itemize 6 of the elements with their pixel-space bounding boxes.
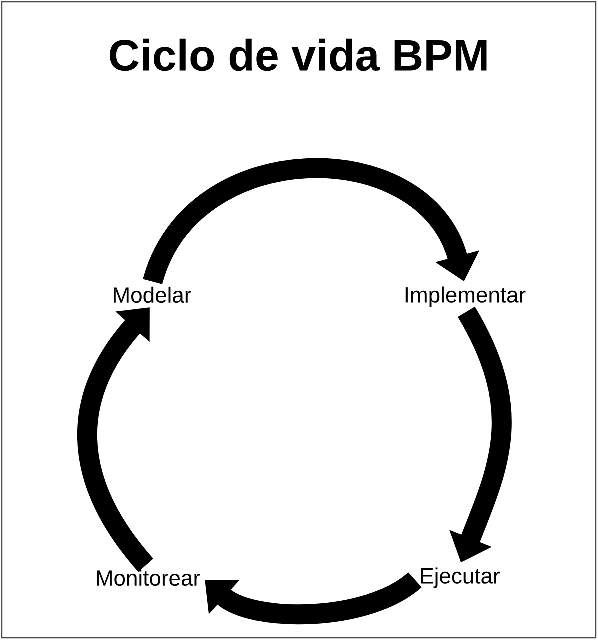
cycle-arrow (144, 158, 480, 286)
step-label: Ejecutar (421, 568, 500, 588)
step-label: Modelar (114, 286, 192, 304)
step-label: Implementar (406, 286, 526, 308)
step-label: Monitorear (97, 570, 200, 586)
title: Ciclo de vida BPM (110, 38, 487, 72)
